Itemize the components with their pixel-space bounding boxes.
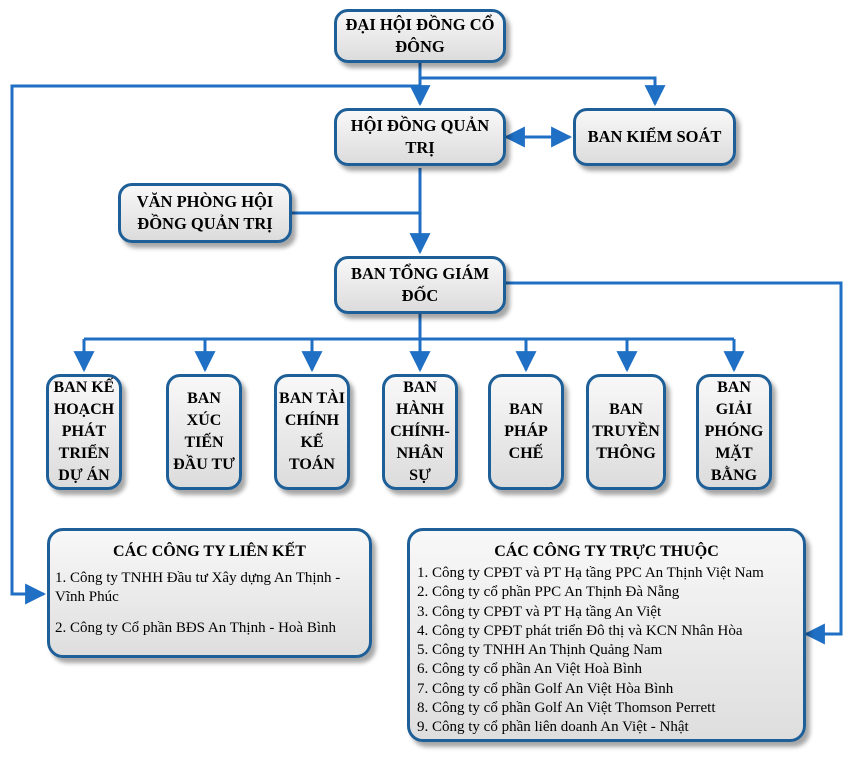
dept-finance-label: BAN TÀI CHÍNH KẾ TOÁN — [279, 390, 345, 473]
dept-planning: BAN KẾ HOẠCH PHÁT TRIỂN DỰ ÁN — [46, 374, 122, 490]
node-btgd-label: BAN TỔNG GIÁM ĐỐC — [350, 264, 490, 305]
dept-planning-label: BAN KẾ HOẠCH PHÁT TRIỂN DỰ ÁN — [53, 379, 115, 484]
node-hdqt-label: HỘI ĐỒNG QUẢN TRỊ — [350, 116, 490, 157]
dept-investment-promotion-label: BAN XÚC TIẾN ĐẦU TƯ — [173, 390, 235, 473]
node-bks-label: BAN KIỂM SOÁT — [587, 127, 722, 146]
associates-box: CÁC CÔNG TY LIÊN KẾT 1. Công ty TNHH Đầu… — [47, 528, 372, 658]
node-bks: BAN KIỂM SOÁT — [573, 108, 736, 166]
associates-title: CÁC CÔNG TY LIÊN KẾT — [113, 543, 306, 560]
subsidiary-item: 7. Công ty cổ phần Golf An Việt Hòa Bình — [417, 680, 674, 697]
dept-communications: BAN TRUYỀN THÔNG — [586, 374, 666, 490]
subsidiaries-title: CÁC CÔNG TY TRỰC THUỘC — [494, 543, 719, 560]
node-dhdcd-label: ĐẠI HỘI ĐỒNG CỔ ĐÔNG — [345, 15, 495, 56]
subsidiary-item: 8. Công ty cổ phần Golf An Việt Thomson … — [417, 700, 716, 717]
node-dhdcd: ĐẠI HỘI ĐỒNG CỔ ĐÔNG — [334, 9, 506, 63]
dept-investment-promotion: BAN XÚC TIẾN ĐẦU TƯ — [166, 374, 242, 490]
subsidiary-item: 5. Công ty TNHH An Thịnh Quảng Nam — [417, 642, 663, 659]
node-btgd: BAN TỔNG GIÁM ĐỐC — [334, 256, 506, 314]
dept-hr-label: BAN HÀNH CHÍNH-NHÂN SỰ — [390, 379, 450, 484]
subsidiary-item: 6. Công ty cổ phần An Việt Hoà Bình — [417, 661, 643, 678]
dept-communications-label: BAN TRUYỀN THÔNG — [592, 401, 660, 462]
subsidiaries-box: CÁC CÔNG TY TRỰC THUỘC 1. Công ty CPĐT v… — [407, 528, 806, 742]
node-vphdqt: VĂN PHÒNG HỘI ĐỒNG QUẢN TRỊ — [118, 183, 292, 243]
edge-btgd-subsidiaries — [506, 281, 843, 645]
subsidiary-item: 2. Công ty cổ phần PPC An Thịnh Đà Nẵng — [417, 584, 680, 601]
associate-item: 2. Công ty Cổ phần BĐS An Thịnh - Hoà Bì… — [55, 620, 336, 636]
dept-legal: BAN PHÁP CHẾ — [488, 374, 564, 490]
subsidiary-item: 3. Công ty CPĐT và PT Hạ tầng An Việt — [417, 603, 662, 620]
dept-site-clearance-label: BAN GIẢI PHÓNG MẶT BẰNG — [704, 379, 764, 484]
node-hdqt: HỘI ĐỒNG QUẢN TRỊ — [334, 108, 506, 166]
dept-hr: BAN HÀNH CHÍNH-NHÂN SỰ — [382, 374, 458, 490]
edge-dhdcd-bks — [420, 76, 666, 107]
subsidiary-item: 9. Công ty cổ phần liên doanh An Việt - … — [417, 719, 689, 736]
edge-dhdcd-associates — [10, 84, 420, 605]
node-vphdqt-label: VĂN PHÒNG HỘI ĐỒNG QUẢN TRỊ — [136, 192, 274, 233]
dept-site-clearance: BAN GIẢI PHÓNG MẶT BẰNG — [696, 374, 772, 490]
subsidiary-item: 4. Công ty CPĐT phát triển Đô thị và KCN… — [417, 622, 743, 639]
subsidiary-item: 1. Công ty CPĐT và PT Hạ tầng PPC An Thị… — [417, 565, 764, 581]
associate-item: 1. Công ty TNHH Đầu tư Xây dựng An Thịnh… — [55, 570, 341, 605]
dept-finance: BAN TÀI CHÍNH KẾ TOÁN — [274, 374, 350, 490]
dept-legal-label: BAN PHÁP CHẾ — [504, 401, 548, 462]
